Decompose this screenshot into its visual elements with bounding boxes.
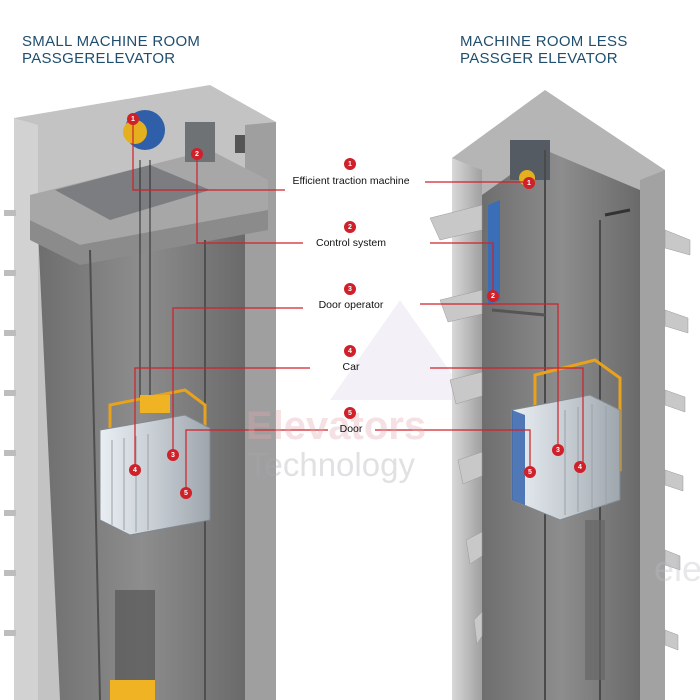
left-shaft-left-wall: [14, 118, 38, 700]
leader-lines: [132, 119, 584, 493]
component-label-5: Door: [339, 423, 363, 435]
leader-2-right: [430, 242, 494, 296]
right-shaft-right-wall: [640, 170, 665, 700]
right-title-line1: MACHINE ROOM LESS: [460, 33, 628, 50]
left-marker-2: 2: [191, 148, 203, 160]
left-machine-base: [55, 165, 210, 220]
left-shaft: [4, 85, 276, 700]
left-title-line2: PASSGERELEVATOR: [22, 50, 176, 67]
leader-1-left: [132, 119, 285, 191]
right-elevator-title: MACHINE ROOM LESS PASSGER ELEVATOR: [460, 33, 628, 67]
leader-4-right: [430, 367, 584, 465]
watermark-brand: Elevators: [246, 404, 427, 448]
left-shaft-right-wall: [245, 122, 276, 700]
left-marker-1: 1: [127, 113, 139, 125]
component-label-4: Car: [342, 361, 360, 373]
component-badge-1: 1: [344, 158, 356, 170]
right-title-line2: PASSGER ELEVATOR: [460, 50, 618, 67]
watermark-triangle: [330, 300, 470, 400]
right-marker-3: 3: [552, 444, 564, 456]
component-badge-2: 2: [344, 221, 356, 233]
watermark-edge: ele: [654, 548, 700, 589]
left-marker-3: 3: [167, 449, 179, 461]
leader-3-right: [420, 303, 559, 450]
leader-2-left: [196, 154, 303, 244]
right-car: [511, 394, 621, 521]
leader-5-right: [375, 429, 531, 470]
component-label-2: Control system: [315, 237, 387, 249]
left-marker-4: 4: [129, 464, 141, 476]
component-badge-3: 3: [344, 283, 356, 295]
leader-5-left: [185, 429, 328, 493]
component-label-1: Efficient traction machine: [292, 175, 410, 187]
left-car: [99, 414, 211, 536]
right-marker-4: 4: [574, 461, 586, 473]
component-badge-5: 5: [344, 407, 356, 419]
component-badge-4: 4: [344, 345, 356, 357]
component-label-3: Door operator: [318, 299, 384, 311]
right-marker-1: 1: [523, 177, 535, 189]
right-marker-5: 5: [524, 466, 536, 478]
left-title-line1: SMALL MACHINE ROOM: [22, 33, 201, 50]
watermark-sub: Technology: [248, 446, 415, 483]
leader-4-left: [134, 367, 310, 470]
right-marker-2: 2: [487, 290, 499, 302]
leader-3-left: [172, 307, 303, 455]
left-elevator-title: SMALL MACHINE ROOM PASSGERELEVATOR: [22, 33, 200, 67]
right-control-panel: [488, 200, 500, 305]
left-marker-5: 5: [180, 487, 192, 499]
